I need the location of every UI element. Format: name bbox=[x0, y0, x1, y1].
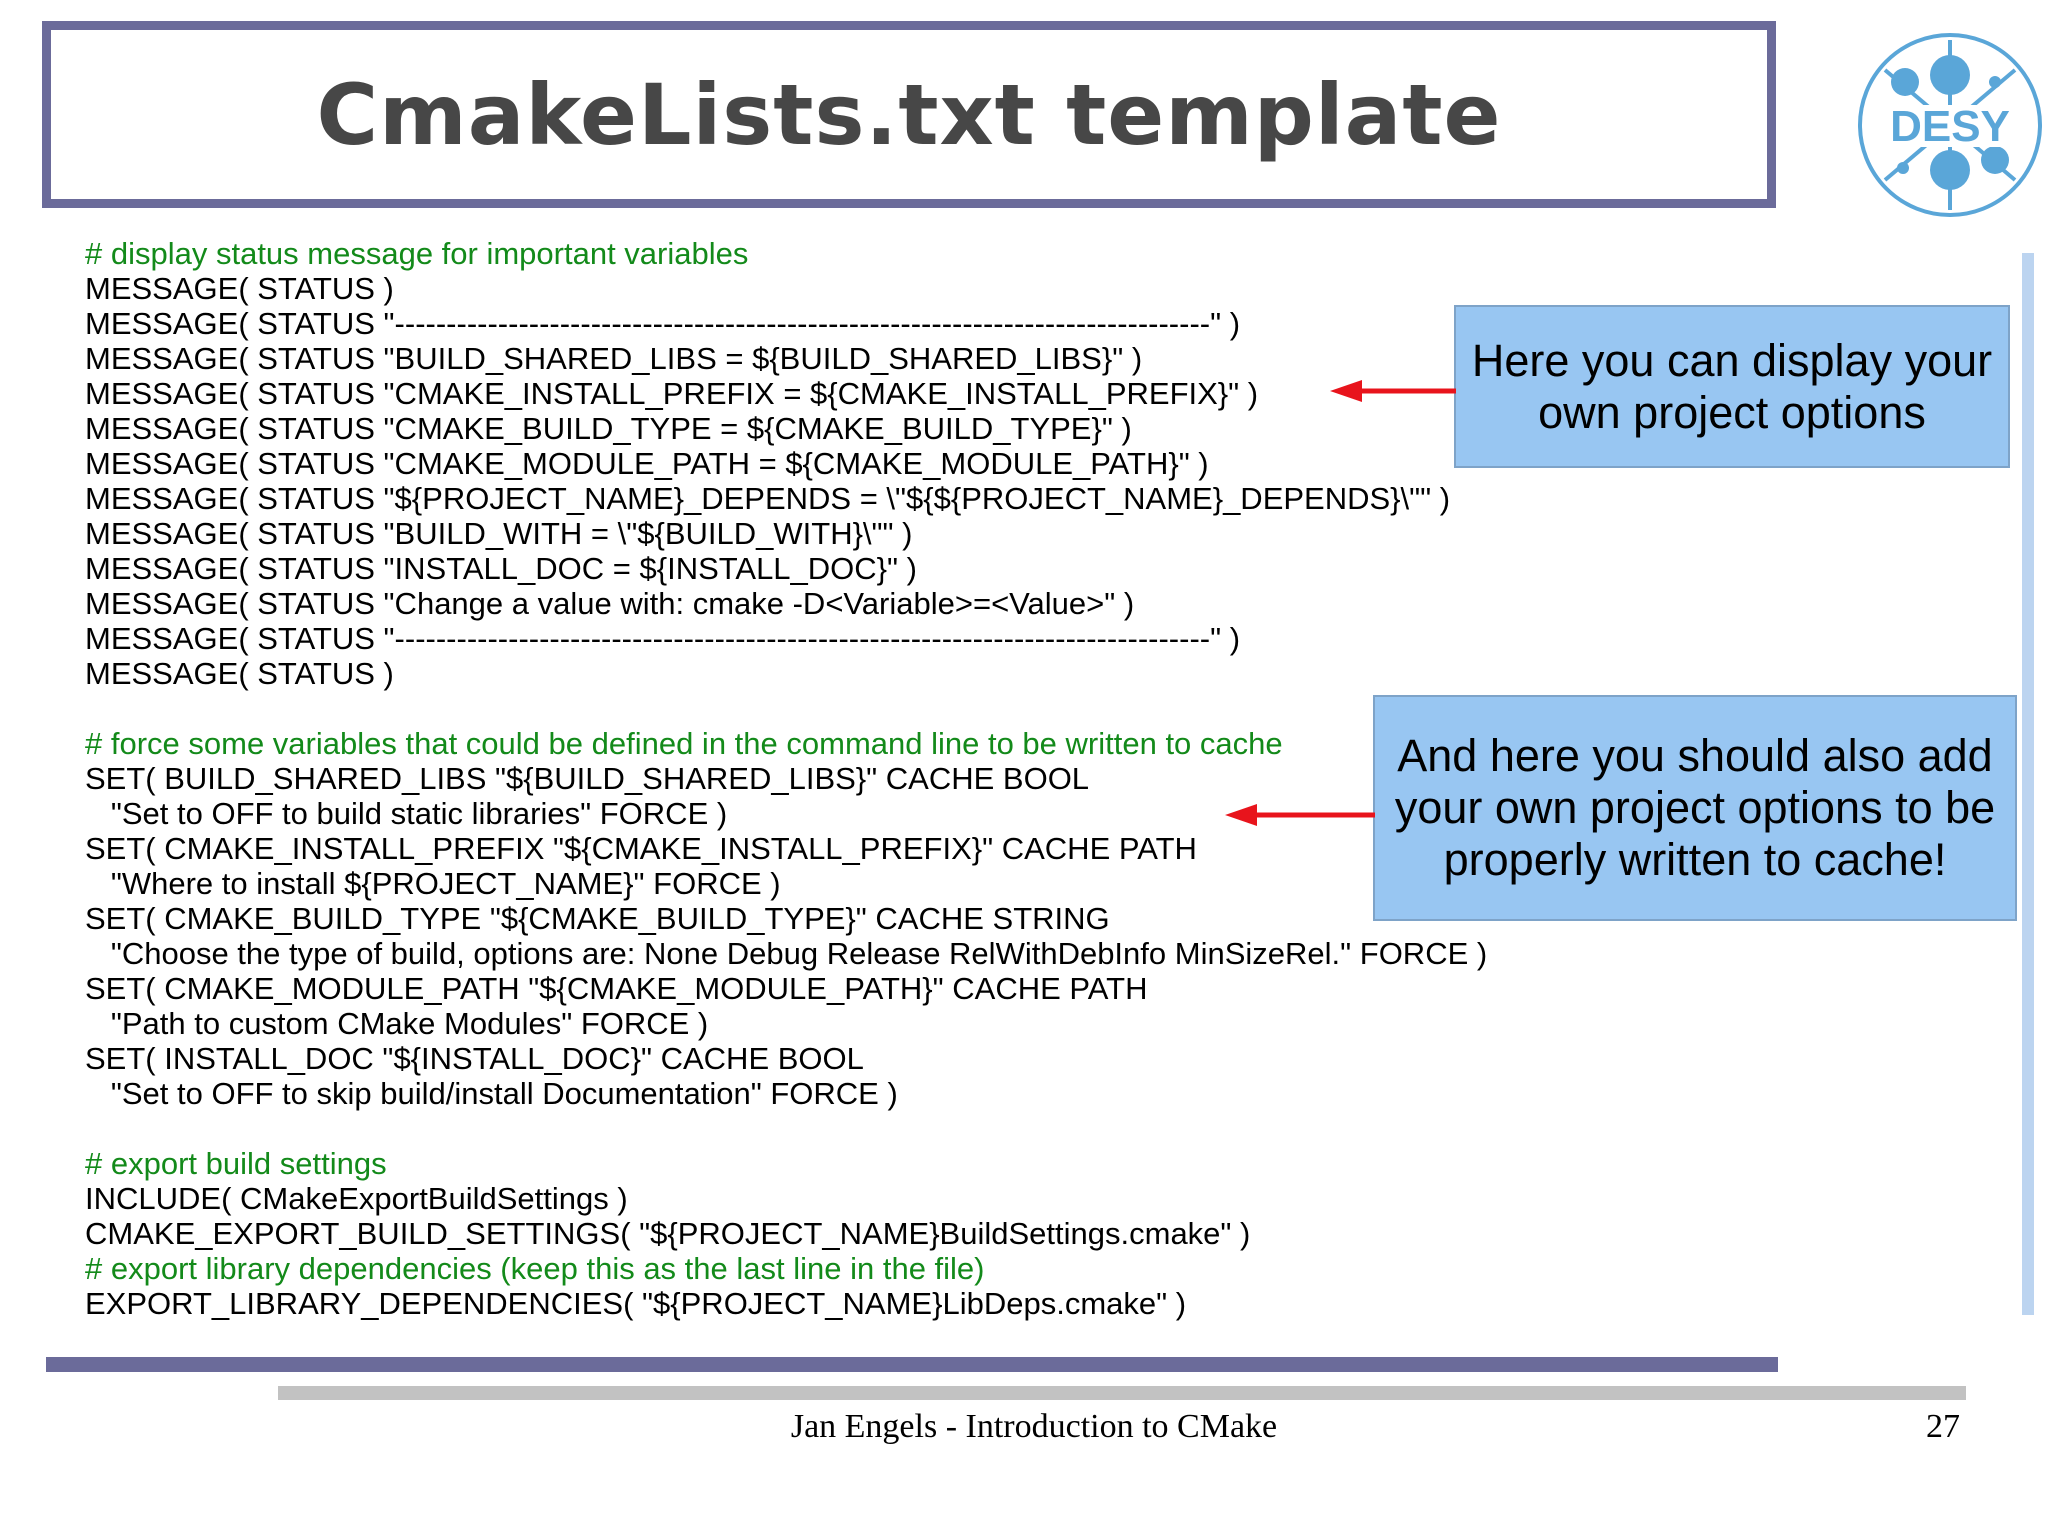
code-line: MESSAGE( STATUS ) bbox=[85, 656, 394, 691]
page-number: 27 bbox=[1926, 1408, 1960, 1445]
blank-line bbox=[85, 1111, 1487, 1146]
code-line: "Path to custom CMake Modules" FORCE ) bbox=[85, 1006, 709, 1041]
title-frame: CmakeLists.txt template bbox=[42, 21, 1776, 208]
code-comment-line: # export library dependencies (keep this… bbox=[85, 1251, 985, 1286]
code-comment-line: # export build settings bbox=[85, 1146, 387, 1181]
callout-display-options: Here you can display your own project op… bbox=[1454, 305, 2010, 468]
code-line: SET( BUILD_SHARED_LIBS "${BUILD_SHARED_L… bbox=[85, 761, 1090, 796]
code-line: MESSAGE( STATUS "INSTALL_DOC = ${INSTALL… bbox=[85, 551, 917, 586]
code-line: MESSAGE( STATUS "BUILD_SHARED_LIBS = ${B… bbox=[85, 341, 1143, 376]
code-line: MESSAGE( STATUS "Change a value with: cm… bbox=[85, 586, 1135, 621]
footer-author: Jan Engels - Introduction to CMake bbox=[790, 1408, 1278, 1445]
code-line: MESSAGE( STATUS "-----------------------… bbox=[85, 621, 1241, 656]
code-line: "Choose the type of build, options are: … bbox=[85, 936, 1488, 971]
code-line: "Set to OFF to skip build/install Docume… bbox=[85, 1076, 898, 1111]
code-line: SET( INSTALL_DOC "${INSTALL_DOC}" CACHE … bbox=[85, 1041, 864, 1076]
code-comment-line: # force some variables that could be def… bbox=[85, 726, 1283, 761]
code-comment-line: # display status message for important v… bbox=[85, 236, 749, 271]
code-line: INCLUDE( CMakeExportBuildSettings ) bbox=[85, 1181, 628, 1216]
arrow-icon bbox=[1225, 804, 1375, 826]
arrow-icon bbox=[1330, 380, 1456, 402]
footer-rule-secondary bbox=[278, 1386, 1966, 1400]
code-listing: # display status message for important v… bbox=[85, 236, 1487, 1321]
blank-line bbox=[85, 691, 1487, 726]
code-line: MESSAGE( STATUS "CMAKE_MODULE_PATH = ${C… bbox=[85, 446, 1209, 481]
callout-text: Here you can display your own project op… bbox=[1471, 334, 1993, 438]
code-line: "Where to install ${PROJECT_NAME}" FORCE… bbox=[85, 866, 781, 901]
code-line: SET( CMAKE_INSTALL_PREFIX "${CMAKE_INSTA… bbox=[85, 831, 1197, 866]
slide-title: CmakeLists.txt template bbox=[316, 65, 1502, 164]
code-line: MESSAGE( STATUS "BUILD_WITH = \"${BUILD_… bbox=[85, 516, 913, 551]
callout-cache-options: And here you should also add your own pr… bbox=[1373, 695, 2017, 921]
code-line: MESSAGE( STATUS "-----------------------… bbox=[85, 306, 1241, 341]
code-line: MESSAGE( STATUS "${PROJECT_NAME}_DEPENDS… bbox=[85, 481, 1451, 516]
code-line: MESSAGE( STATUS "CMAKE_BUILD_TYPE = ${CM… bbox=[85, 411, 1132, 446]
code-line: MESSAGE( STATUS ) bbox=[85, 271, 394, 306]
code-line: MESSAGE( STATUS "CMAKE_INSTALL_PREFIX = … bbox=[85, 376, 1259, 411]
logo-text: DESY bbox=[1890, 102, 2010, 151]
code-line: SET( CMAKE_BUILD_TYPE "${CMAKE_BUILD_TYP… bbox=[85, 901, 1110, 936]
desy-logo: DESY bbox=[1858, 33, 2042, 217]
footer-rule-primary bbox=[46, 1357, 1778, 1372]
side-accent-bar bbox=[2022, 253, 2034, 1315]
code-line: CMAKE_EXPORT_BUILD_SETTINGS( "${PROJECT_… bbox=[85, 1216, 1251, 1251]
code-line: EXPORT_LIBRARY_DEPENDENCIES( "${PROJECT_… bbox=[85, 1286, 1187, 1321]
code-line: SET( CMAKE_MODULE_PATH "${CMAKE_MODULE_P… bbox=[85, 971, 1148, 1006]
code-line: "Set to OFF to build static libraries" F… bbox=[85, 796, 728, 831]
callout-text: And here you should also add your own pr… bbox=[1394, 730, 1996, 885]
